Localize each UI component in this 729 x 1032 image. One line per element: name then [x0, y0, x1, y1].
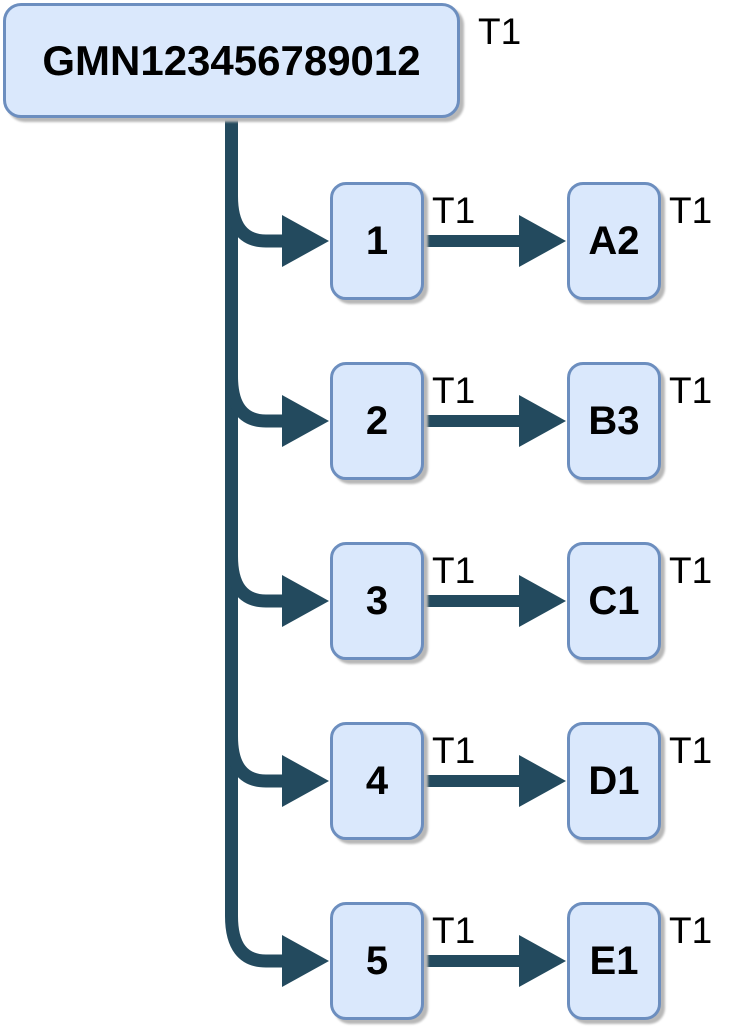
target-node-tag: T1 — [669, 190, 713, 231]
source-node: 4 — [330, 722, 424, 840]
branch-connector-4 — [225, 735, 284, 788]
source-node: 2 — [330, 362, 424, 480]
target-node-label: D1 — [588, 758, 640, 803]
source-node-tag: T1 — [432, 730, 476, 771]
branch-connector-2 — [225, 375, 284, 428]
link-arrowhead-3 — [519, 575, 566, 627]
branch-arrowhead-3 — [282, 575, 329, 627]
root-node-label: GMN123456789012 — [42, 36, 421, 84]
target-node: B3 — [567, 362, 661, 480]
target-node-label: B3 — [588, 398, 640, 443]
target-node-tag: T1 — [669, 370, 713, 411]
target-node-tag: T1 — [669, 730, 713, 771]
trunk-connector — [225, 117, 284, 968]
branch-arrowhead-4 — [282, 755, 329, 807]
source-node-label: 2 — [365, 398, 389, 443]
branch-connector-1 — [225, 195, 284, 248]
target-node-label: A2 — [588, 218, 640, 263]
link-arrowhead-4 — [519, 755, 566, 807]
branch-connector-3 — [225, 555, 284, 608]
source-node-label: 4 — [365, 758, 389, 803]
source-node: 1 — [330, 182, 424, 300]
target-node: D1 — [567, 722, 661, 840]
target-node: C1 — [567, 542, 661, 660]
root-node-tag: T1 — [478, 11, 522, 52]
source-node-label: 5 — [365, 938, 389, 983]
branch-arrowhead-2 — [282, 395, 329, 447]
source-node: 3 — [330, 542, 424, 660]
source-node-label: 3 — [365, 578, 389, 623]
source-node-tag: T1 — [432, 910, 476, 951]
source-node-label: 1 — [365, 218, 389, 263]
root-node: GMN123456789012 — [3, 3, 460, 118]
target-node-tag: T1 — [669, 910, 713, 951]
link-arrowhead-1 — [519, 215, 566, 267]
source-node-tag: T1 — [432, 370, 476, 411]
target-node-label: C1 — [588, 578, 640, 623]
source-node: 5 — [330, 902, 424, 1020]
source-node-tag: T1 — [432, 550, 476, 591]
link-arrowhead-2 — [519, 395, 566, 447]
target-node: E1 — [567, 902, 661, 1020]
branch-arrowhead-5 — [282, 935, 329, 987]
target-node-tag: T1 — [669, 550, 713, 591]
link-arrowhead-5 — [519, 935, 566, 987]
branch-arrowhead-1 — [282, 215, 329, 267]
source-node-tag: T1 — [432, 190, 476, 231]
target-node-label: E1 — [589, 938, 639, 983]
target-node: A2 — [567, 182, 661, 300]
